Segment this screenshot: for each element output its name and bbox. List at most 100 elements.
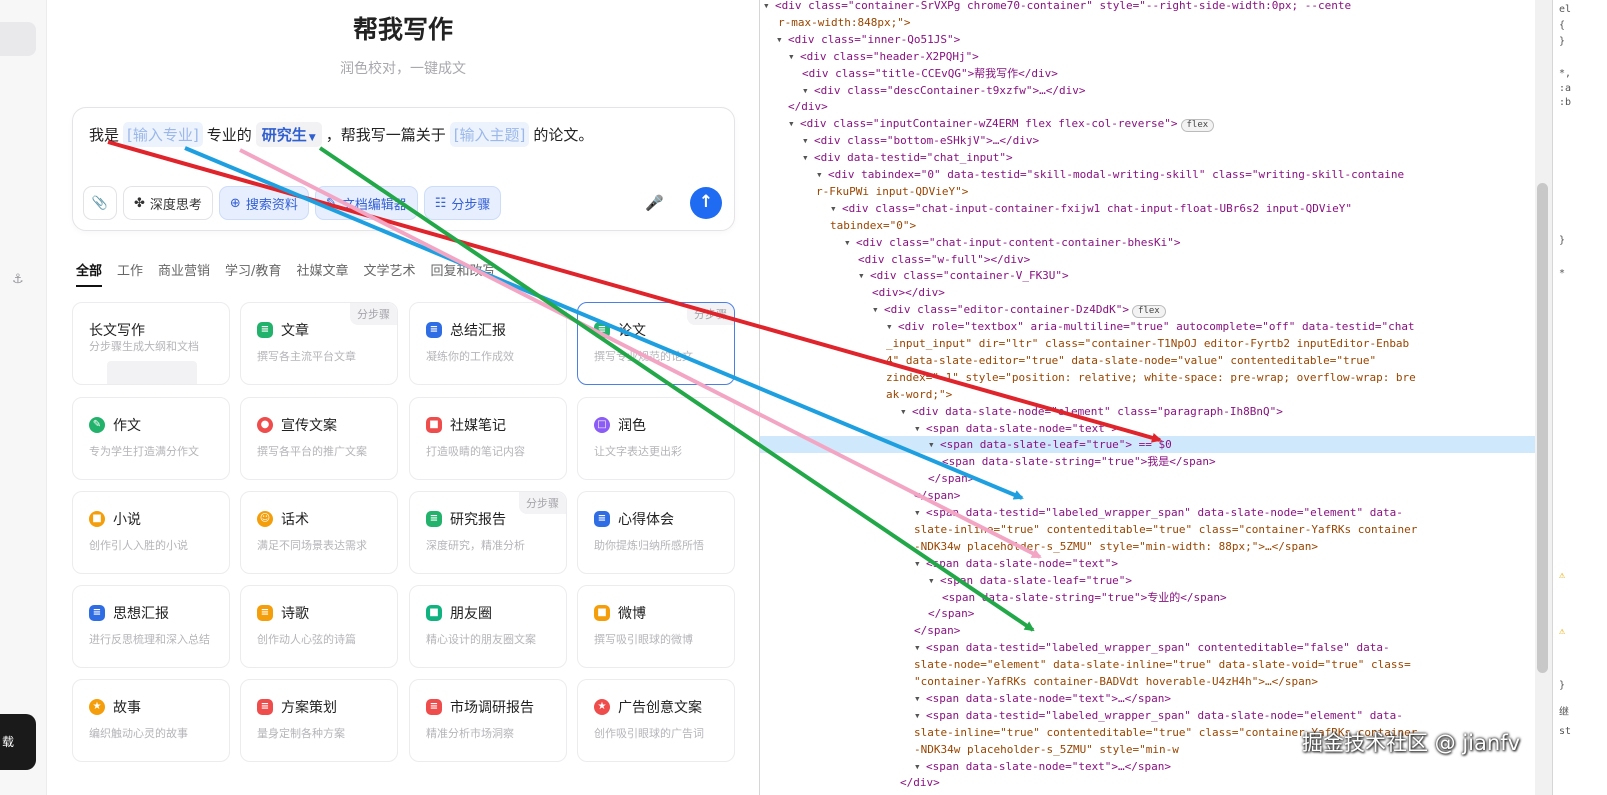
dom-tree-line[interactable]: ▾<span data-slate-leaf="true">	[760, 572, 1535, 589]
expand-triangle-icon[interactable]: ▾	[900, 404, 907, 418]
dom-tree-line[interactable]: slate-inline="true" contenteditable="tru…	[760, 724, 1535, 741]
expand-triangle-icon[interactable]: ▾	[802, 134, 809, 148]
dom-tree-line[interactable]: ▾<div class="header-X2PQHj">	[760, 48, 1535, 65]
attach-button[interactable]: 📎	[83, 186, 117, 220]
dom-tree-line[interactable]: ▾<span data-testid="labeled_wrapper_span…	[760, 639, 1535, 656]
dom-tree-line[interactable]: tabindex="0">	[760, 217, 1535, 234]
rail-active-item[interactable]	[0, 22, 36, 56]
skill-card-plan[interactable]: ≡方案策划 量身定制各种方案	[240, 679, 398, 762]
dom-tree-line[interactable]: ▾<span data-testid="labeled_wrapper_span…	[760, 707, 1535, 724]
skill-card-ad-copy[interactable]: ★广告创意文案 创作吸引眼球的广告词	[577, 679, 735, 762]
role-select[interactable]: 研究生▼	[255, 122, 322, 147]
dom-tree-line[interactable]: ▾<div class="inputContainer-wZ4ERM flex …	[760, 115, 1535, 133]
expand-triangle-icon[interactable]: ▾	[928, 438, 935, 452]
skill-card-market-research[interactable]: ≡市场调研报告 精准分析市场洞察	[409, 679, 567, 762]
dom-tree-line[interactable]: ▾<div class="chat-input-content-containe…	[760, 234, 1535, 251]
steps-button[interactable]: ☷分步骤	[423, 186, 502, 220]
skill-card-social-note[interactable]: ■社媒笔记 打造吸睛的笔记内容	[409, 397, 567, 480]
expand-triangle-icon[interactable]: ▾	[844, 235, 851, 249]
skill-card-research-report[interactable]: 分步骤 ≡研究报告 深度研究，精准分析	[409, 491, 567, 574]
dom-tree-line[interactable]: ▾<div class="chat-input-container-fxijw1…	[760, 200, 1535, 217]
expand-triangle-icon[interactable]: ▾	[788, 117, 795, 131]
expand-triangle-icon[interactable]: ▾	[914, 708, 921, 722]
tab-marketing[interactable]: 商业营销	[158, 264, 211, 279]
dom-tree-line[interactable]: </span>	[760, 487, 1535, 504]
dom-tree-line[interactable]: ▾<div class="inner-Qo51JS">	[760, 31, 1535, 48]
dom-tree-line[interactable]: ▾<span data-slate-node="text">	[760, 420, 1535, 437]
expand-triangle-icon[interactable]: ▾	[914, 506, 921, 519]
tab-social[interactable]: 社媒文章	[296, 264, 349, 279]
dom-tree-line[interactable]: ▾<span data-slate-leaf="true"> == $0	[760, 436, 1535, 454]
dom-tree-line[interactable]: </span>	[760, 470, 1535, 487]
search-button[interactable]: ⊕搜索资料	[218, 186, 309, 220]
expand-triangle-icon[interactable]: ▾	[802, 151, 809, 165]
dom-tree-line[interactable]: ▾<div class="descContainer-t9xzfw">…</di…	[760, 82, 1535, 99]
microphone-icon[interactable]: 🎤	[645, 194, 664, 212]
dom-tree-line[interactable]: ▾<div class="editor-container-Dz4DdK">fl…	[760, 301, 1535, 319]
doc-editor-button[interactable]: ✎文档编辑器	[314, 186, 418, 220]
dom-tree-line[interactable]: slate-inline="true" contenteditable="tru…	[760, 521, 1535, 538]
skill-card-essay[interactable]: ✎作文 专为学生打造满分作文	[72, 397, 230, 480]
dom-tree-line[interactable]: ▾<span data-slate-node="text">	[760, 555, 1535, 572]
warning-icon[interactable]: ⚠	[1559, 626, 1566, 637]
dom-tree-line[interactable]: </div>	[760, 98, 1535, 115]
dom-tree-line[interactable]: <div></div>	[760, 284, 1535, 301]
dom-tree-line[interactable]: </span>	[760, 622, 1535, 639]
dom-tree-line[interactable]: ▾<div tabindex="0" data-testid="skill-mo…	[760, 166, 1535, 183]
dom-tree-line[interactable]: ▾<span data-testid="labeled_wrapper_span…	[760, 504, 1535, 521]
skill-card-polish[interactable]: □润色 让文字表达更出彩	[577, 397, 735, 480]
pin-icon[interactable]: ⚓	[12, 272, 24, 287]
dom-tree-line[interactable]: <span data-slate-string="true">我是</span>	[760, 453, 1535, 470]
skill-card-thought-report[interactable]: ≡思想汇报 进行反思梳理和深入总结	[72, 585, 230, 668]
dom-tree-line[interactable]: 4" data-slate-editor="true" data-slate-n…	[760, 352, 1535, 369]
dom-tree-line[interactable]: slate-node="element" data-slate-inline="…	[760, 656, 1535, 673]
dom-tree-line[interactable]: -NDK34w placeholder-s_5ZMU" style="min-w…	[760, 538, 1535, 555]
dom-tree-line[interactable]: zindex="-1" style="position: relative; w…	[760, 369, 1535, 386]
expand-triangle-icon[interactable]: ▾	[788, 49, 795, 63]
tab-work[interactable]: 工作	[117, 264, 144, 279]
devtools-scrollbar[interactable]	[1535, 0, 1552, 795]
dom-tree-line[interactable]: <span data-slate-string="true">专业的</span…	[760, 589, 1535, 606]
prompt-text[interactable]: 我是 [输入专业] 专业的 研究生▼ ，帮我写一篇关于 [输入主题] 的论文。	[89, 122, 593, 147]
tab-rewrite[interactable]: 回复和改写	[430, 264, 496, 279]
skill-card-poem[interactable]: ≡诗歌 创作动人心弦的诗篇	[240, 585, 398, 668]
dom-tree-line[interactable]: "container-YafRKs container-BADVdt hover…	[760, 673, 1535, 690]
expand-triangle-icon[interactable]: ▾	[914, 556, 921, 570]
expand-triangle-icon[interactable]: ▾	[763, 0, 770, 12]
expand-triangle-icon[interactable]: ▾	[928, 573, 935, 587]
expand-triangle-icon[interactable]: ▾	[830, 201, 837, 215]
expand-triangle-icon[interactable]: ▾	[914, 421, 921, 435]
flex-badge[interactable]: flex	[1132, 305, 1166, 319]
expand-triangle-icon[interactable]: ▾	[886, 320, 893, 334]
expand-triangle-icon[interactable]: ▾	[776, 32, 783, 46]
expand-triangle-icon[interactable]: ▾	[802, 83, 809, 97]
dom-tree-line[interactable]: ▾<div data-testid="chat_input">	[760, 149, 1535, 166]
tab-literature[interactable]: 文学艺术	[363, 264, 416, 279]
dom-tree-line[interactable]: -NDK34w placeholder-s_5ZMU" style="min-w	[760, 741, 1535, 758]
skill-card-moments[interactable]: ■朋友圈 精心设计的朋友圈文案	[409, 585, 567, 668]
skill-card-script[interactable]: ☺话术 满足不同场景表达需求	[240, 491, 398, 574]
tab-education[interactable]: 学习/教育	[225, 264, 282, 279]
dom-tree-line[interactable]: <div class="title-CCEvQG">帮我写作</div>	[760, 65, 1535, 82]
dom-tree-line[interactable]: ▾<div class="container-SrVXPg chrome70-c…	[760, 0, 1535, 14]
dom-tree-line[interactable]: </div>	[760, 774, 1535, 791]
skill-card-story[interactable]: ★故事 编织触动心灵的故事	[72, 679, 230, 762]
expand-triangle-icon[interactable]: ▾	[914, 691, 921, 705]
warning-icon[interactable]: ⚠	[1559, 570, 1566, 581]
dom-tree-line[interactable]: ▾<div class="bottom-eSHkjV">…</div>	[760, 132, 1535, 149]
skill-card-promo[interactable]: ●宣传文案 撰写各平台的推广文案	[240, 397, 398, 480]
dom-tree-line[interactable]: ▾<div data-slate-node="element" class="p…	[760, 403, 1535, 420]
flex-badge[interactable]: flex	[1180, 119, 1215, 133]
tab-all[interactable]: 全部	[76, 260, 103, 287]
send-button[interactable]: ↑	[690, 187, 722, 219]
scrollbar-thumb[interactable]	[1537, 183, 1548, 673]
dom-tree-line[interactable]: ▾<div class="container-V_FK3U">	[760, 267, 1535, 284]
deep-think-button[interactable]: ✤深度思考	[123, 186, 213, 220]
download-button[interactable]: 载	[0, 714, 36, 770]
expand-triangle-icon[interactable]: ▾	[816, 168, 823, 181]
dom-tree-line[interactable]: ▾<span data-slate-node="text">…</span>	[760, 690, 1535, 707]
skill-card-weibo[interactable]: ■微博 撰写吸引眼球的微博	[577, 585, 735, 668]
dom-tree-line[interactable]: <div class="w-full"></div>	[760, 251, 1535, 268]
dom-tree-line[interactable]: _input_input" dir="ltr" class="container…	[760, 335, 1535, 352]
skill-card-novel[interactable]: ■小说 创作引人入胜的小说	[72, 491, 230, 574]
